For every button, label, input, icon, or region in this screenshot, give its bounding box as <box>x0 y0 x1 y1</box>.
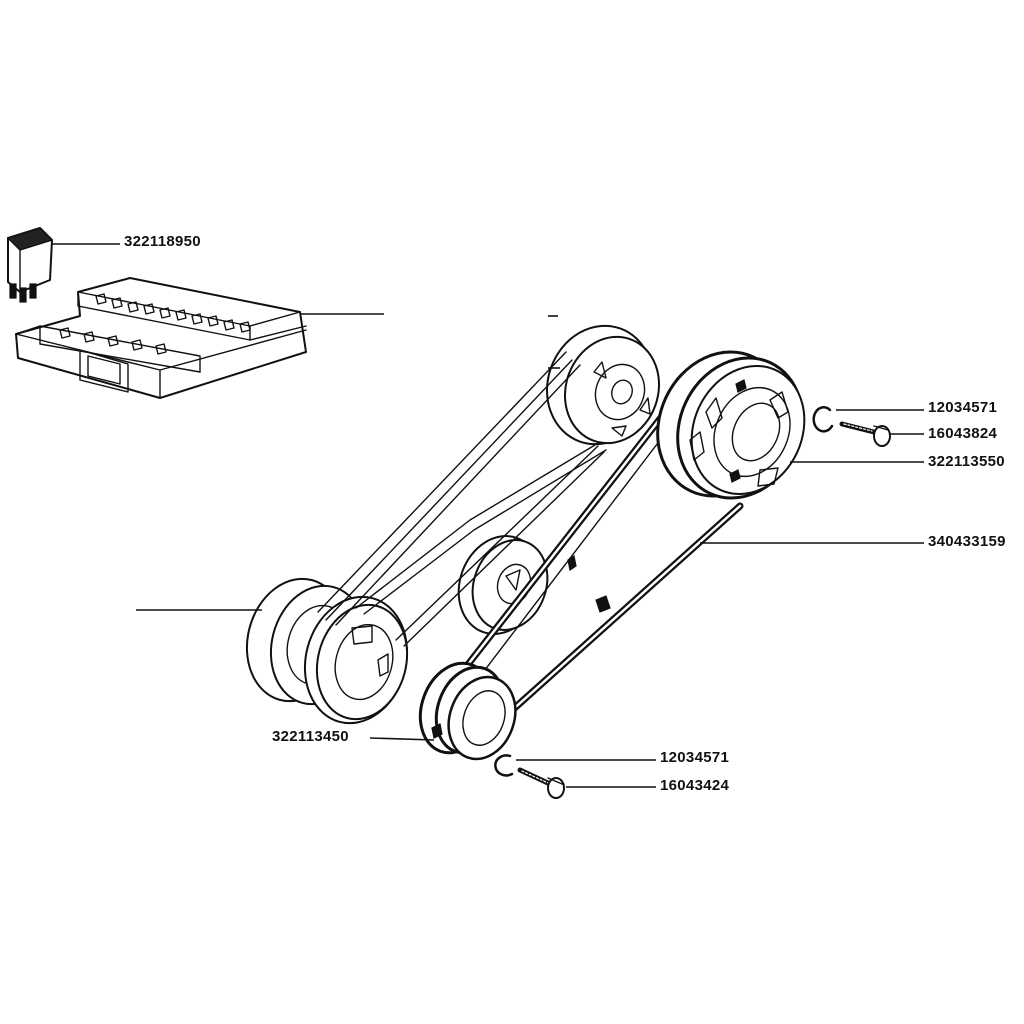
pulley-lower-icon[interactable] <box>408 653 526 768</box>
pulley-upper-icon[interactable] <box>635 331 825 519</box>
pulley-lower-part-number[interactable]: 322113450 <box>272 728 349 745</box>
pulley-upper-part-number[interactable]: 322113550 <box>928 453 1005 470</box>
circlip-upper-part-number[interactable]: 12034571 <box>928 399 997 416</box>
circlip-lower-icon[interactable] <box>494 754 514 777</box>
bolt-upper-part-number[interactable]: 16043824 <box>928 425 997 442</box>
existing-belt-drive-icon[interactable] <box>234 311 674 735</box>
bolt-lower-part-number[interactable]: 16043424 <box>660 777 729 794</box>
pulley-lower-leader-line <box>369 737 435 741</box>
belt-part-number[interactable]: 340433159 <box>928 533 1006 550</box>
relay-icon[interactable] <box>6 227 54 303</box>
bolt-lower-icon[interactable] <box>517 767 565 799</box>
fuse-box-icon[interactable] <box>15 277 307 399</box>
relay-part-number[interactable]: 322118950 <box>124 233 201 250</box>
circlip-upper-icon[interactable] <box>812 406 834 433</box>
circlip-lower-part-number[interactable]: 12034571 <box>660 749 729 766</box>
bolt-upper-icon[interactable] <box>839 421 891 447</box>
